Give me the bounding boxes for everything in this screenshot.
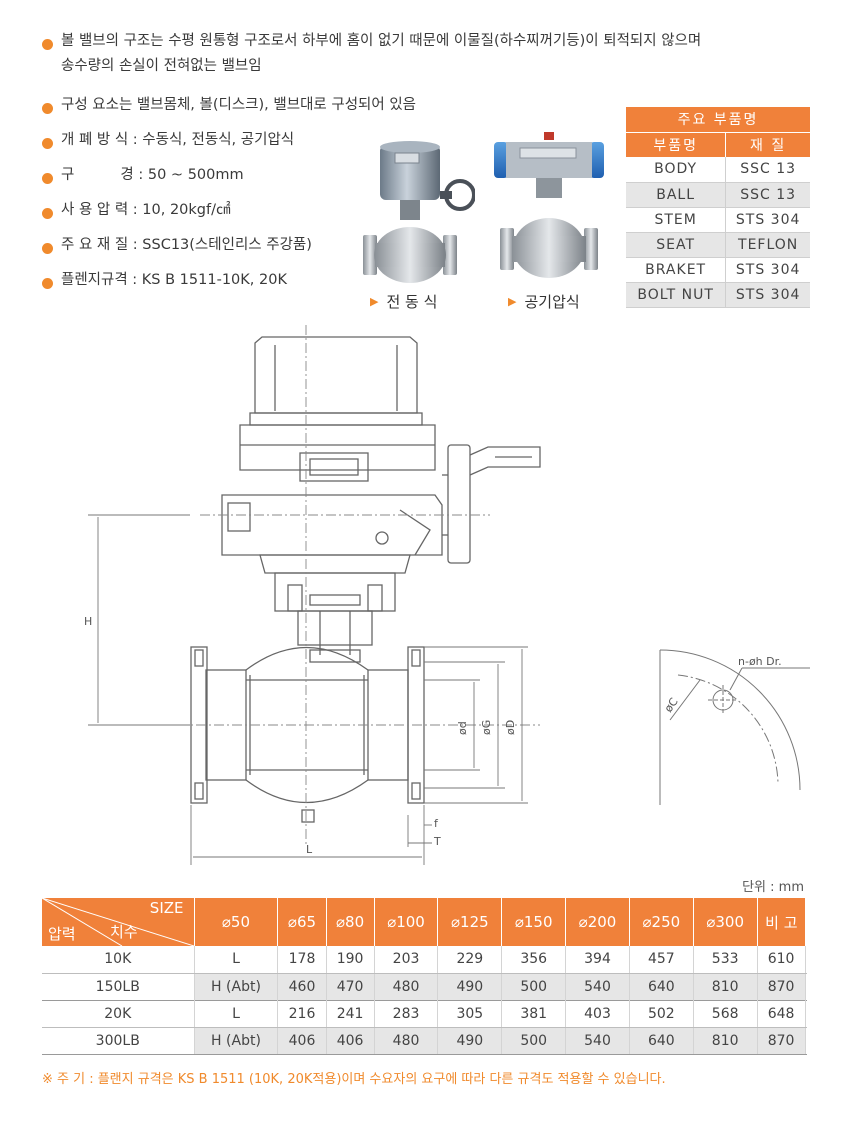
feature-text: 개 폐 방 식 : 수동식, 전동식, 공기압식: [61, 132, 295, 148]
feature-text: 사 용 압 력 : 10, 20kgf/㎠: [61, 202, 231, 218]
diagonal-lines: [42, 898, 194, 946]
electric-caption: ▶ 전 동 식: [370, 293, 438, 311]
valve-body-drawing: [190, 646, 425, 823]
dim-label-c: øC: [662, 695, 681, 715]
size-header: ⌀200: [565, 898, 630, 946]
feature-text: 구성 요소는 밸브몸체, 볼(디스크), 밸브대로 구성되어 있음: [61, 97, 417, 113]
unit-label: 단위 : mm: [742, 880, 804, 895]
remark-header: 비 고: [756, 898, 806, 946]
actuator-drawing: [221, 336, 541, 612]
dimension-lines: [88, 514, 528, 865]
size-header: ⌀150: [501, 898, 566, 946]
parts-header-material: 재 질: [725, 131, 810, 157]
corner-pressure-label: 압력: [48, 925, 76, 943]
size-header: ⌀65: [277, 898, 327, 946]
pneumatic-caption: ▶ 공기압식: [508, 293, 580, 311]
feature-item: 볼 밸브의 구조는 수평 원통형 구조로서 하부에 홈이 없기 때문에 이물질(…: [42, 33, 701, 79]
triangle-right-icon: ▶: [508, 295, 517, 308]
corner-dimension-label: 치수: [110, 923, 138, 941]
size-header: ⌀300: [692, 898, 758, 946]
bullet-icon: [42, 39, 53, 50]
dim-label-dd: øD: [504, 720, 517, 735]
size-header: ⌀100: [373, 898, 438, 946]
parts-table-title: 주요 부품명: [626, 107, 810, 132]
feature-text: 주 요 재 질 : SSC13(스테인리스 주강품): [61, 237, 312, 253]
dim-label-t: T: [433, 835, 441, 848]
bullet-icon: [42, 243, 53, 254]
feature-item: 플렌지규격 : KS B 1511-10K, 20K: [42, 272, 287, 293]
table-row: 10K L 178 190 203 229 356 394 457 533 61…: [42, 946, 806, 974]
triangle-right-icon: ▶: [370, 295, 379, 308]
size-header: ⌀50: [193, 898, 278, 946]
feature-text: 구 경 : 50 ~ 500mm: [61, 167, 244, 183]
bullet-icon: [42, 103, 53, 114]
dimensions-table: SIZE 압력 치수 ⌀50 ⌀65 ⌀80 ⌀100 ⌀125 ⌀150 ⌀2…: [42, 898, 806, 1055]
feature-text: 플렌지규격 : KS B 1511-10K, 20K: [61, 272, 287, 288]
table-row: 20K L 216 241 283 305 381 403 502 568 64…: [42, 999, 806, 1028]
feature-item: 구 경 : 50 ~ 500mm: [42, 167, 244, 188]
bullet-icon: [42, 208, 53, 219]
table-row: 150LB H (Abt) 460 470 480 490 500 540 64…: [42, 973, 806, 1000]
dim-label-h: H: [84, 615, 92, 628]
bullet-icon: [42, 173, 53, 184]
electric-valve-photo: [363, 141, 475, 283]
dim-label-f: f: [434, 817, 439, 830]
table-row: 300LB H (Abt) 406 406 480 490 500 540 64…: [42, 1027, 806, 1055]
flange-face-view: [659, 649, 810, 805]
stem-drawing: [297, 610, 373, 663]
feature-item: 사 용 압 력 : 10, 20kgf/㎠: [42, 202, 231, 223]
bullet-icon: [42, 138, 53, 149]
feature-item: 개 폐 방 식 : 수동식, 전동식, 공기압식: [42, 132, 294, 153]
corner-size-label: SIZE: [149, 899, 184, 917]
footnote: ※ 주 기 : 플랜지 규격은 KS B 1511 (10K, 20K적용)이며…: [42, 1072, 666, 1087]
dim-label-g: øG: [480, 720, 493, 735]
feature-item: 구성 요소는 밸브몸체, 볼(디스크), 밸브대로 구성되어 있음: [42, 97, 416, 118]
feature-text: 송수량의 손실이 전혀없는 밸브임: [61, 58, 262, 74]
center-lines: [160, 325, 540, 845]
bullet-icon: [42, 278, 53, 289]
size-header: ⌀125: [437, 898, 502, 946]
pneumatic-valve-photo: [494, 132, 604, 278]
dim-label-holes: n-øh Dr.: [738, 655, 782, 668]
parts-header-name: 부품명: [626, 131, 726, 157]
dim-label-l: L: [306, 843, 313, 856]
size-header: ⌀250: [628, 898, 694, 946]
feature-text: 볼 밸브의 구조는 수평 원통형 구조로서 하부에 홈이 없기 때문에 이물질(…: [61, 33, 702, 49]
feature-item: 주 요 재 질 : SSC13(스테인리스 주강품): [42, 237, 312, 258]
size-header: ⌀80: [325, 898, 375, 946]
table-corner-header: SIZE 압력 치수: [42, 898, 194, 946]
dim-label-d: ød: [456, 721, 469, 735]
valve-technical-drawing: H L ød øG øD f T øC n-øh Dr.: [84, 325, 810, 865]
